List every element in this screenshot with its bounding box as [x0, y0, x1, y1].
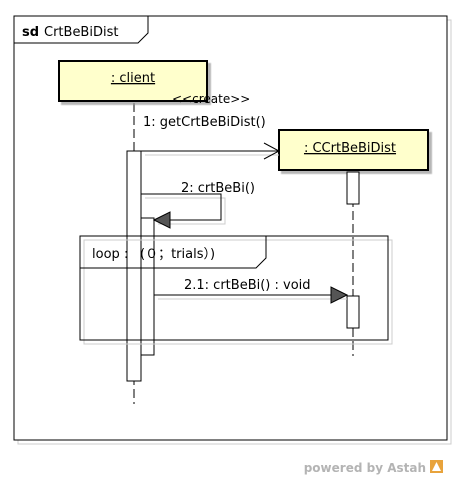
- lifeline-client-label: : client: [111, 71, 155, 86]
- activation-ccrt-call: [346, 295, 360, 329]
- message-1-arrowhead: [263, 142, 281, 160]
- svg-text::: :: [124, 247, 128, 262]
- message-1-label: 1: getCrtBeBiDist(): [143, 115, 266, 130]
- message-2-1-label: 2.1: crtBeBi() : void: [184, 278, 311, 293]
- activation-client-nested: [140, 217, 155, 356]
- frame-keyword: sd: [22, 25, 39, 40]
- message-2-arrow: [141, 193, 222, 221]
- frame-label-tab: [14, 16, 149, 44]
- message-2-label: 2: crtBeBi(): [181, 181, 255, 196]
- loop-operator: loop: [92, 247, 120, 262]
- activation-client: [126, 150, 142, 382]
- lifeline-ccrt-head[interactable]: [278, 129, 429, 171]
- activation-ccrt-create: [346, 171, 360, 205]
- message-2-shadow: [145, 197, 226, 225]
- loop-fragment-shadow: [83, 239, 393, 345]
- loop-fragment: [79, 235, 389, 341]
- create-stereotype: <<create>>: [172, 92, 250, 106]
- lifeline-client-head[interactable]: [58, 60, 208, 102]
- astah-watermark: powered by Astah: [304, 461, 426, 475]
- message-2-arrowhead: [152, 211, 171, 229]
- lifeline-ccrt-label: : CCrtBeBiDist: [304, 141, 396, 156]
- message-2-1-arrowhead: [330, 286, 349, 304]
- loop-fragment-tab: [80, 236, 267, 269]
- loop-guard: (０；trials）): [140, 247, 215, 262]
- frame-title: CrtBeBiDist: [44, 25, 118, 40]
